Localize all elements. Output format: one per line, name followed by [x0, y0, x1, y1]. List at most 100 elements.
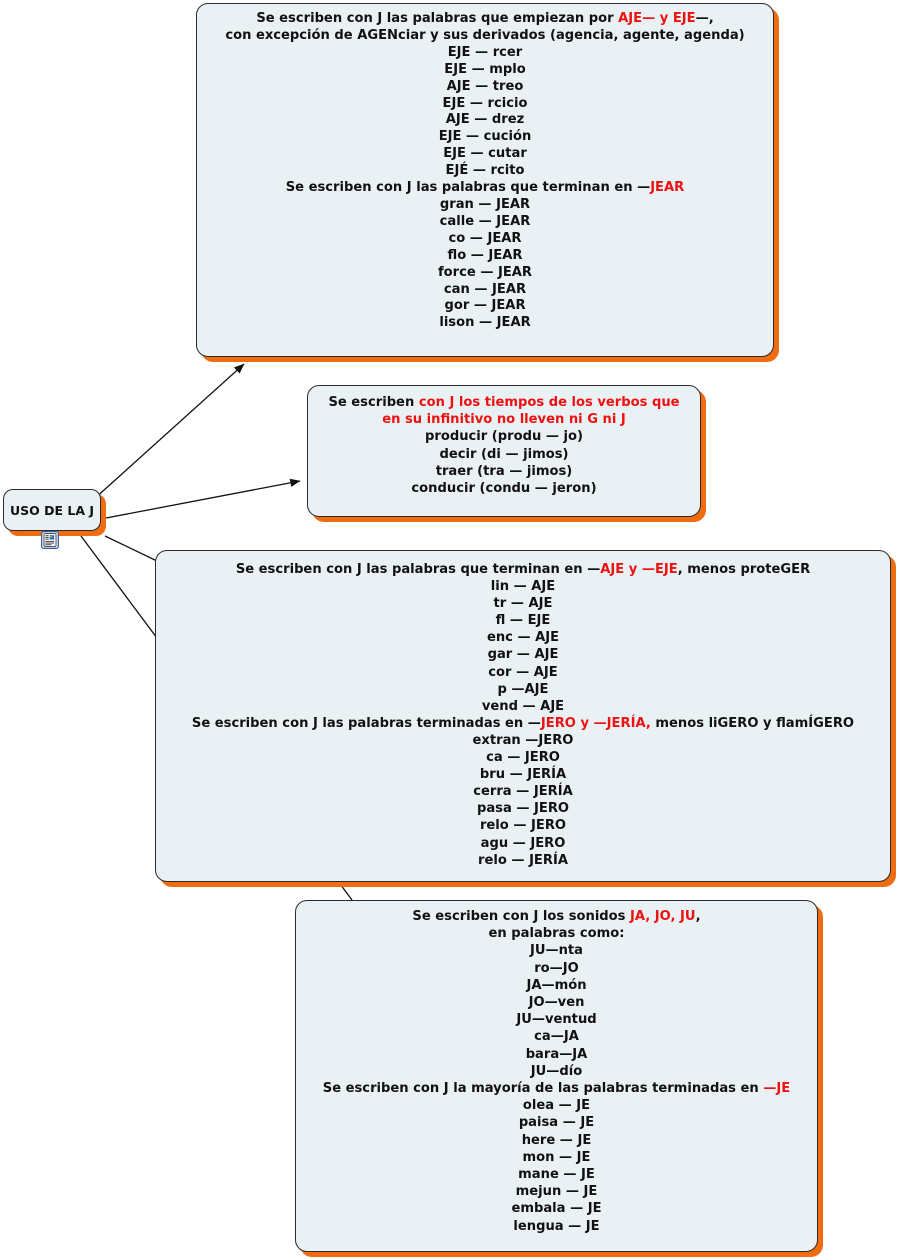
branch-line: embala — JE [296, 1200, 817, 1217]
plain-text: lengua — JE [513, 1218, 600, 1234]
branch-line: co — JEAR [197, 231, 773, 248]
branch-line: Se escriben con J la mayoría de las pala… [296, 1080, 817, 1097]
highlight-text: —JE [763, 1081, 791, 1097]
branch-line: fl — EJE [156, 612, 890, 629]
branch-line: EJE — mplo [197, 62, 773, 79]
plain-text: olea — JE [522, 1098, 591, 1114]
plain-text: EJE — cutar [443, 146, 527, 162]
highlight-text: con J los tiempos de los verbos que [418, 395, 680, 410]
branch-line: EJE — cutar [197, 146, 773, 163]
plain-text: , menos proteGER [677, 562, 811, 577]
branch-line: flo — JEAR [197, 248, 773, 265]
branch-line: gar — AJE [156, 646, 890, 663]
plain-text: pasa — JERO [476, 801, 570, 817]
branch-line: Se escriben con J los tiempos de los ver… [308, 394, 700, 411]
plain-text: producir (produ — jo) [425, 429, 583, 445]
plain-text: EJE — cución [438, 129, 532, 145]
plain-text: JU—ventud [516, 1012, 597, 1028]
plain-text: bara—JA [525, 1046, 588, 1062]
highlight-text: en su infinitivo no lleven ni G ni J [382, 412, 626, 428]
branch-line: EJE — cución [197, 129, 773, 146]
plain-text: JU—nta [529, 943, 583, 959]
branch-line: Se escriben con J las palabras que empie… [197, 11, 773, 28]
plain-text: menos liGERO y flamÍGERO [650, 715, 855, 731]
branch-line: tr — AJE [156, 595, 890, 612]
plain-text: Se escriben con J las palabras que termi… [285, 180, 651, 196]
branch-node-4[interactable]: Se escriben con J los sonidos JA, JO, JU… [295, 900, 818, 1252]
branch-line: decir (di — jimos) [308, 446, 700, 463]
branch-line: p —AJE [156, 681, 890, 698]
plain-text: —, [695, 11, 714, 26]
plain-text: Se escriben con J las palabras que termi… [235, 562, 601, 577]
branch-node-2[interactable]: Se escriben con J los tiempos de los ver… [307, 385, 701, 517]
plain-text: JO—ven [528, 995, 585, 1011]
plain-text: gor — JEAR [444, 298, 526, 314]
plain-text: JU—dío [530, 1063, 583, 1079]
plain-text: mon — JE [522, 1149, 591, 1165]
branch-line: ca—JA [296, 1028, 817, 1045]
branch-line: EJE — rcer [197, 45, 773, 62]
branch-node-3[interactable]: Se escriben con J las palabras que termi… [155, 550, 891, 882]
plain-text: vend — AJE [481, 698, 565, 714]
plain-text: en palabras como: [488, 926, 625, 942]
branch-line: Se escriben con J los sonidos JA, JO, JU… [296, 908, 817, 925]
plain-text: Se escriben con J las palabras que empie… [256, 11, 619, 26]
branch-line: lengua — JE [296, 1218, 817, 1235]
plain-text: relo — JERO [479, 818, 567, 834]
branch-line: paisa — JE [296, 1114, 817, 1131]
plain-text: con excepción de AGENciar y sus derivado… [225, 27, 745, 43]
branch-line: con excepción de AGENciar y sus derivado… [197, 28, 773, 45]
connector-root-to-branch-2 [105, 478, 301, 519]
branch-line: Se escriben con J las palabras que termi… [156, 561, 890, 578]
plain-text: conducir (condu — jeron) [411, 481, 597, 497]
branch-line: ro—JO [296, 960, 817, 977]
branch-line: AJE — drez [197, 112, 773, 129]
branch-line: bru — JERÍA [156, 766, 890, 783]
root-node[interactable]: USO DE LA J [3, 489, 101, 531]
plain-text: extran —JERO [472, 732, 574, 748]
plain-text: AJE — treo [446, 78, 524, 94]
plain-text: embala — JE [511, 1201, 602, 1217]
plain-text: Se escriben con J los sonidos [412, 909, 631, 924]
branch-line: cor — AJE [156, 664, 890, 681]
branch-node-1[interactable]: Se escriben con J las palabras que empie… [196, 3, 774, 357]
branch-line: en su infinitivo no lleven ni G ni J [308, 411, 700, 428]
plain-text: fl — EJE [495, 613, 551, 629]
branch-line: traer (tra — jimos) [308, 463, 700, 480]
plain-text: here — JE [521, 1132, 592, 1148]
branch-line: can — JEAR [197, 282, 773, 299]
highlight-text: JERO y —JERÍA, [540, 715, 651, 731]
branch-line: relo — JERÍA [156, 852, 890, 869]
plain-text: calle — JEAR [439, 213, 531, 229]
branch-line: agu — JERO [156, 835, 890, 852]
plain-text: traer (tra — jimos) [435, 463, 573, 479]
branch-line: JU—nta [296, 942, 817, 959]
plain-text: enc — AJE [486, 630, 560, 646]
plain-text: force — JEAR [437, 264, 533, 280]
branch-line: bara—JA [296, 1046, 817, 1063]
highlight-text: JEAR [650, 180, 685, 196]
plain-text: EJE — mplo [444, 61, 526, 77]
branch-line: conducir (condu — jeron) [308, 480, 700, 497]
branch-line: gor — JEAR [197, 298, 773, 315]
branch-line: cerra — JERÍA [156, 783, 890, 800]
plain-text: tr — AJE [493, 596, 553, 612]
branch-line: EJÉ — rcito [197, 163, 773, 180]
plain-text: JA—món [526, 977, 587, 993]
plain-text: agu — JERO [480, 835, 566, 851]
branch-line: Se escriben con J las palabras que termi… [197, 180, 773, 197]
branch-line: force — JEAR [197, 265, 773, 282]
plain-text: Se escriben con J las palabras terminada… [191, 715, 541, 731]
plain-text: lin — AJE [490, 579, 556, 595]
branch-line: Se escriben con J las palabras terminada… [156, 715, 890, 732]
highlight-text: JA, JO, JU [630, 909, 696, 924]
note-icon[interactable] [41, 531, 59, 549]
plain-text: gar — AJE [487, 647, 559, 663]
plain-text: decir (di — jimos) [439, 446, 569, 462]
plain-text: mane — JE [518, 1167, 595, 1183]
branch-line: relo — JERO [156, 817, 890, 834]
plain-text: AJE — drez [445, 112, 525, 128]
branch-line: olea — JE [296, 1097, 817, 1114]
plain-text: EJE — rcicio [442, 95, 528, 111]
